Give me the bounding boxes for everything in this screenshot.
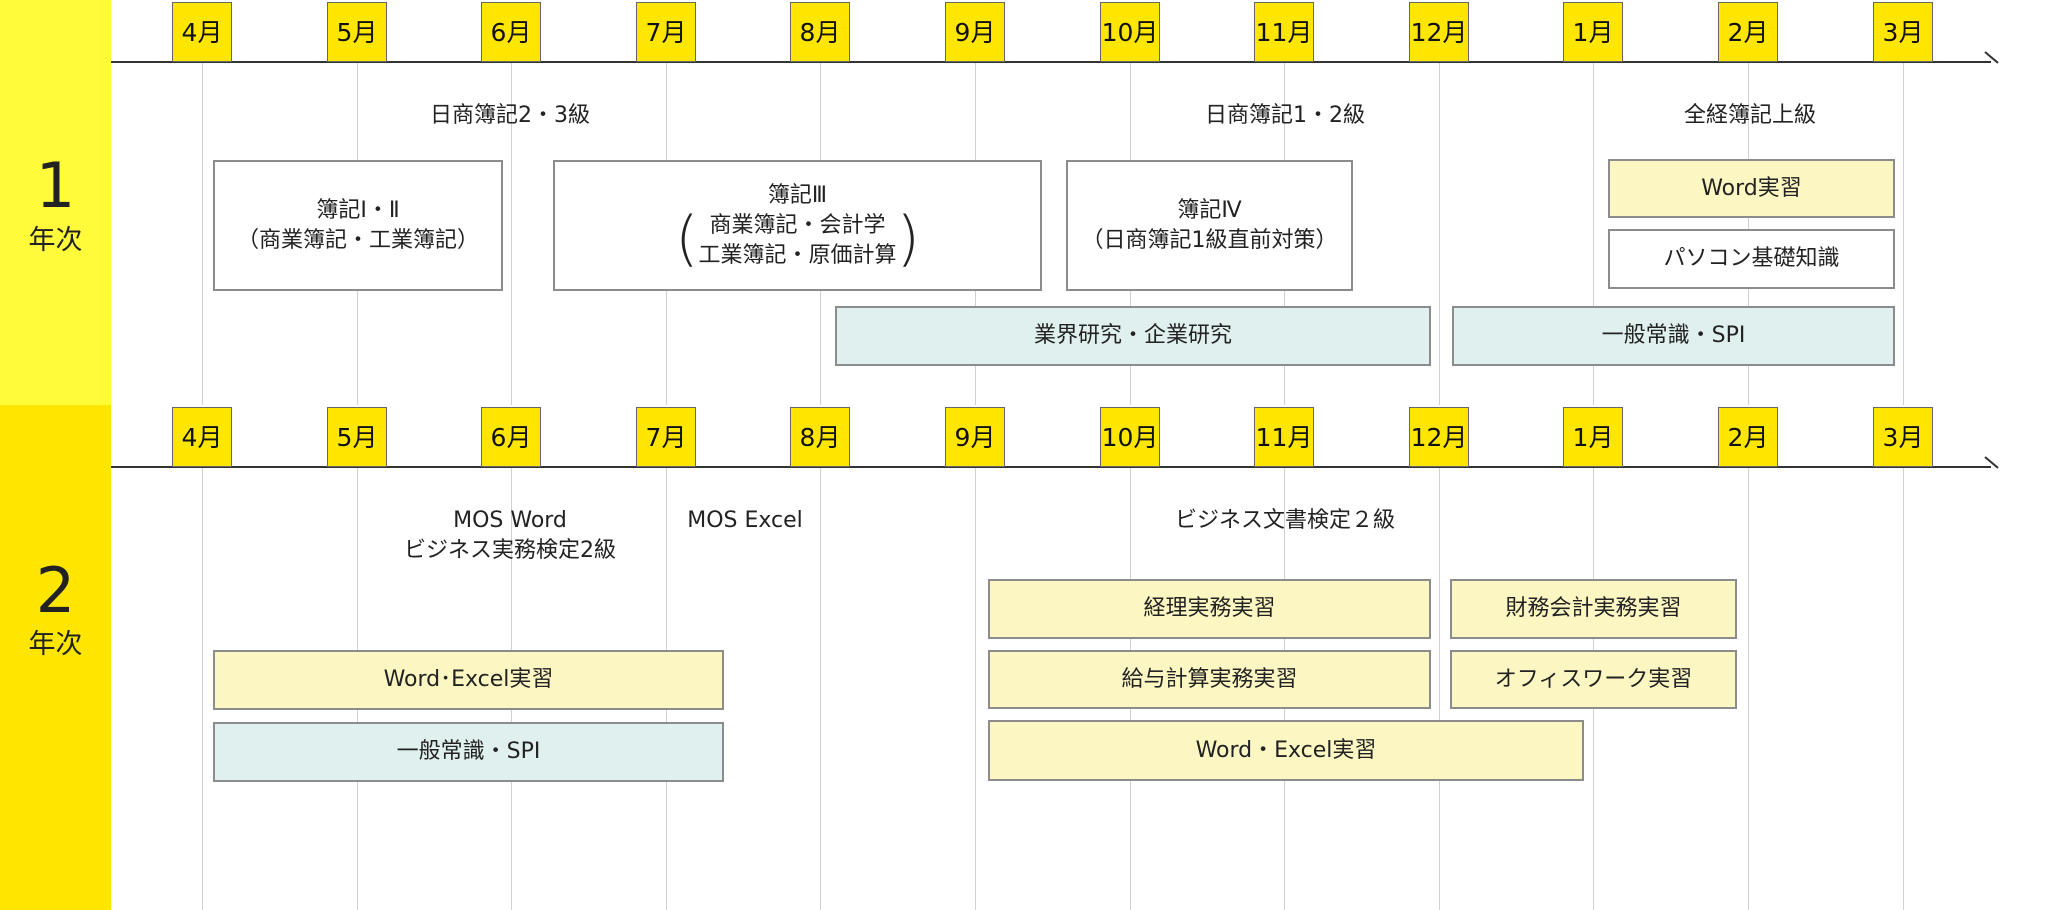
month-label: 8月 [790, 407, 850, 467]
course-word-excel-late: Word・Excel実習 [988, 720, 1584, 781]
exam-label-nissho-1-2: 日商簿記1・2級 [1205, 103, 1365, 128]
month-gridline [202, 62, 203, 405]
month-label: 10月 [1100, 2, 1160, 62]
course-boki-3-detail-line2: 工業簿記・原価計算 [698, 242, 897, 268]
month-label: 9月 [945, 2, 1005, 62]
month-gridline [1439, 467, 1440, 910]
timeline-year2 [111, 466, 1991, 468]
month-label: 7月 [636, 2, 696, 62]
course-pc-basics: パソコン基礎知識 [1608, 229, 1895, 289]
month-label: 6月 [481, 407, 541, 467]
course-kyuyo: 給与計算実務実習 [988, 650, 1431, 709]
exam-label-mos-word-line2: ビジネス実務検定2級 [404, 538, 616, 563]
course-boki-4: 簿記Ⅳ （日商簿記1級直前対策） [1066, 160, 1353, 291]
month-gridline [1748, 467, 1749, 910]
course-industry-research: 業界研究・企業研究 [835, 306, 1431, 366]
course-keiri: 経理実務実習 [988, 579, 1431, 639]
course-word-excel-early: Word･Excel実習 [213, 650, 724, 710]
year2-number: 2 [35, 554, 76, 627]
month-gridline [975, 467, 976, 910]
month-label: 1月 [1563, 2, 1623, 62]
exam-label-mos-excel: MOS Excel [687, 508, 803, 533]
course-zaimu: 財務会計実務実習 [1450, 579, 1737, 639]
year1-band [0, 0, 111, 405]
month-label: 4月 [172, 2, 232, 62]
month-label: 2月 [1718, 2, 1778, 62]
course-word-practice: Word実習 [1608, 159, 1895, 218]
course-general-spi-year2: 一般常識・SPI [213, 722, 724, 782]
exam-label-zenkei: 全経簿記上級 [1683, 103, 1816, 128]
month-label: 10月 [1100, 407, 1160, 467]
month-label: 9月 [945, 407, 1005, 467]
month-label: 11月 [1254, 2, 1314, 62]
course-boki-3: 簿記Ⅲ ( 商業簿記・会計学 工業簿記・原価計算 ) [553, 160, 1042, 291]
month-gridline [820, 467, 821, 910]
exam-label-bizdoc: ビジネス文書検定２級 [1174, 508, 1395, 533]
exam-label-nissho-2-3: 日商簿記2・3級 [430, 103, 590, 128]
right-parenthesis: ) [896, 203, 920, 274]
year1-label: 年次 [28, 225, 83, 256]
month-label: 3月 [1873, 407, 1933, 467]
month-gridline [1903, 62, 1904, 405]
month-label: 5月 [327, 407, 387, 467]
month-label: 4月 [172, 407, 232, 467]
course-office-work: オフィスワーク実習 [1450, 650, 1737, 709]
course-general-spi-year1: 一般常識・SPI [1452, 306, 1895, 366]
course-boki-4-detail: （日商簿記1級直前対策） [1081, 227, 1338, 253]
month-label: 5月 [327, 2, 387, 62]
month-gridline [1439, 62, 1440, 405]
month-label: 11月 [1254, 407, 1314, 467]
month-label: 2月 [1718, 407, 1778, 467]
year2-label: 年次 [28, 629, 83, 660]
course-boki-3-detail: ( 商業簿記・会計学 工業簿記・原価計算 ) [675, 203, 920, 274]
month-label: 1月 [1563, 407, 1623, 467]
course-boki-1-2-title: 簿記Ⅰ・Ⅱ [316, 197, 400, 223]
month-label: 12月 [1409, 407, 1469, 467]
month-label: 7月 [636, 407, 696, 467]
course-boki-1-2: 簿記Ⅰ・Ⅱ （商業簿記・工業簿記） [213, 160, 503, 291]
month-gridline [1593, 62, 1594, 405]
exam-label-mos-word-line1: MOS Word [453, 508, 567, 533]
course-boki-1-2-detail: （商業簿記・工業簿記） [236, 227, 479, 253]
month-label: 6月 [481, 2, 541, 62]
year2-band [0, 405, 111, 910]
month-label: 3月 [1873, 2, 1933, 62]
course-boki-3-title: 簿記Ⅲ [767, 182, 828, 208]
exam-label-mos-word: MOS Word ビジネス実務検定2級 [390, 506, 630, 566]
month-label: 12月 [1409, 2, 1469, 62]
month-gridline [1903, 467, 1904, 910]
month-label: 8月 [790, 2, 850, 62]
timeline-year1 [111, 61, 1991, 63]
left-parenthesis: ( [675, 203, 699, 274]
month-gridline [202, 467, 203, 910]
year1-number: 1 [35, 149, 76, 222]
course-boki-4-title: 簿記Ⅳ [1177, 197, 1242, 223]
course-boki-3-detail-line1: 商業簿記・会計学 [709, 212, 886, 238]
month-gridline [511, 62, 512, 405]
